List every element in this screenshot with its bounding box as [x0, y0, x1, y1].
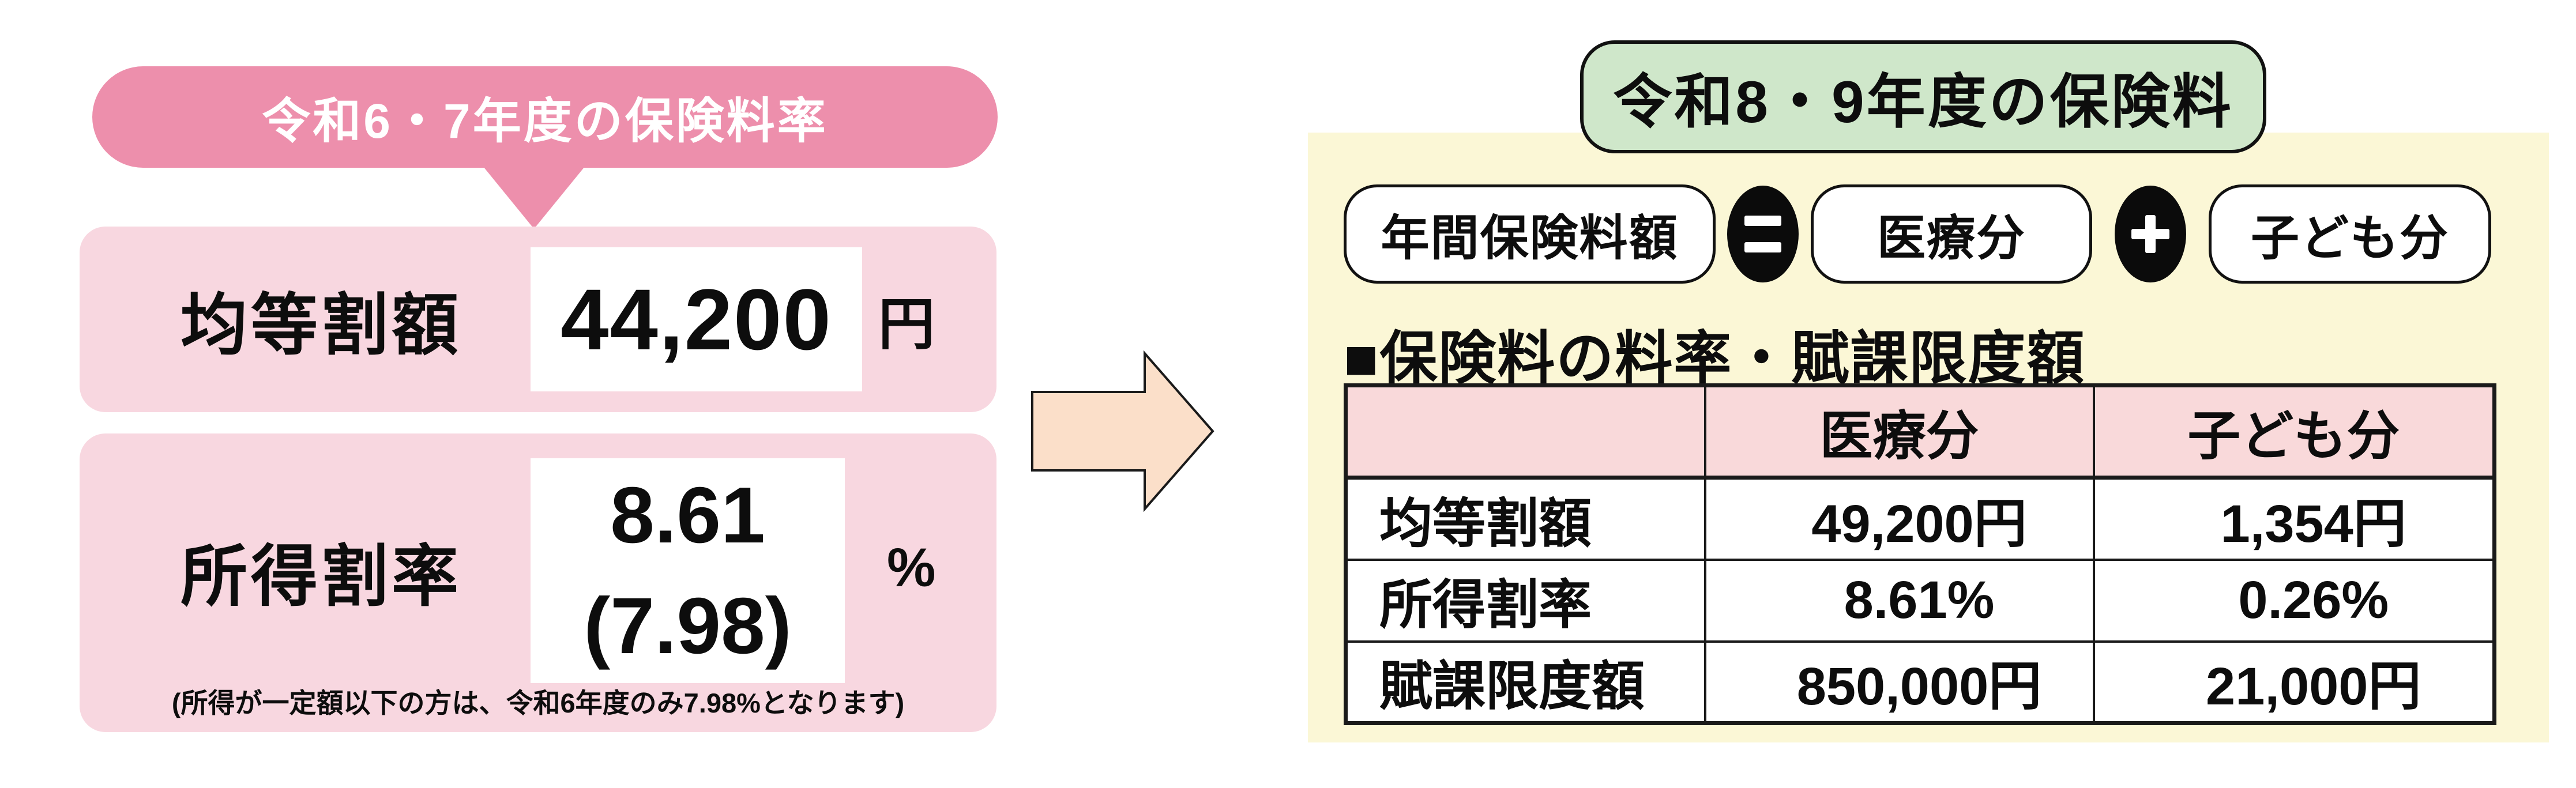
formula-medical-pill: 医療分	[1811, 184, 2092, 284]
row-child-value: 0.26%	[2092, 558, 2496, 643]
formula-child-pill: 子ども分	[2209, 184, 2491, 284]
income-rate-value-paren: (7.98)	[584, 582, 792, 670]
row-label: 均等割額	[1344, 476, 1706, 561]
row-label: 賦課限度額	[1344, 640, 1706, 725]
income-rate-value-box: 8.61 (7.98)	[531, 458, 845, 683]
plus-icon	[2115, 186, 2186, 282]
previous-rates-banner: 令和6・7年度の保険料率	[92, 66, 998, 168]
equal-levy-row: 均等割額 44,200 円	[80, 227, 996, 412]
income-rate-value: 8.61	[610, 471, 765, 560]
rates-table: 医療分 子ども分 均等割額 49,200円 1,354円 所得割率 8.61% …	[1344, 383, 2496, 725]
header-child-cell: 子ども分	[2092, 384, 2496, 480]
rates-table-header-row: 医療分 子ども分	[1344, 384, 2496, 480]
table-row: 賦課限度額 850,000円 21,000円	[1344, 640, 2496, 725]
row-child-value: 1,354円	[2092, 476, 2496, 561]
rates-table-heading: ■保険料の料率・賦課限度額	[1344, 326, 2086, 391]
row-label: 所得割率	[1344, 558, 1706, 643]
banner-pointer-icon	[483, 167, 585, 229]
header-blank-cell	[1344, 384, 1706, 480]
new-rates-banner: 令和8・9年度の保険料	[1580, 40, 2266, 153]
formula-annual-premium-pill: 年間保険料額	[1344, 184, 1716, 284]
row-child-value: 21,000円	[2092, 640, 2496, 725]
equal-levy-label: 均等割額	[180, 288, 462, 363]
income-rate-unit: %	[887, 537, 936, 598]
table-row: 所得割率 8.61% 0.26%	[1344, 558, 2496, 643]
row-medical-value: 49,200円	[1703, 476, 2095, 561]
income-rate-row: 所得割率 8.61 (7.98) % (所得が一定額以下の方は、令和6年度のみ7…	[80, 433, 996, 732]
income-rate-note: (所得が一定額以下の方は、令和6年度のみ7.98%となります)	[171, 688, 905, 718]
header-medical-cell: 医療分	[1703, 384, 2095, 480]
transition-arrow-icon	[1026, 346, 1223, 519]
equal-levy-value-box: 44,200	[531, 247, 862, 391]
equal-levy-unit: 円	[878, 292, 935, 356]
row-medical-value: 850,000円	[1703, 640, 2095, 725]
income-rate-label: 所得割率	[180, 539, 462, 614]
equals-icon	[1727, 186, 1799, 282]
row-medical-value: 8.61%	[1703, 558, 2095, 643]
table-row: 均等割額 49,200円 1,354円	[1344, 476, 2496, 561]
